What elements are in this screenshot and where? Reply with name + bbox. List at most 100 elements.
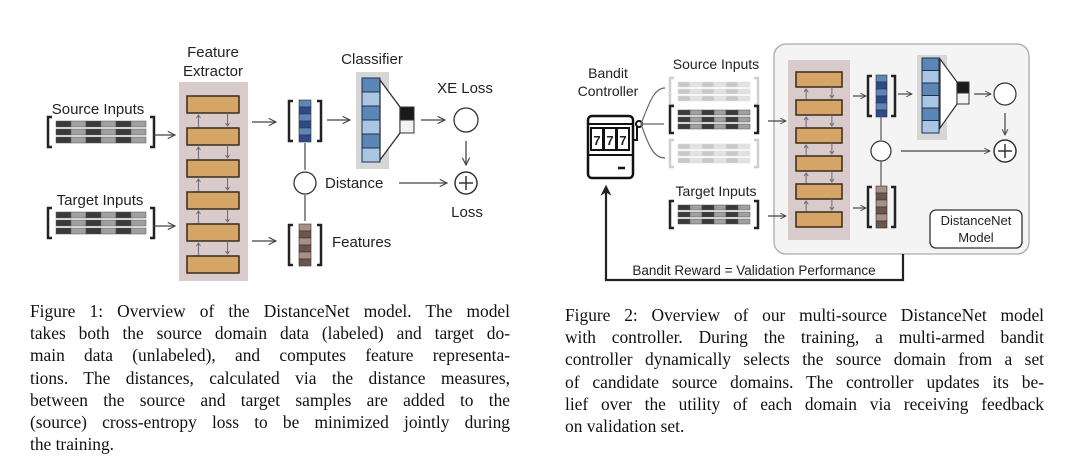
input-cell	[713, 157, 727, 164]
caption-line: the training.	[30, 434, 115, 455]
vector-cell	[875, 81, 888, 90]
input-cell	[677, 204, 691, 211]
classifier-output-top	[399, 106, 415, 121]
input-cell	[677, 81, 691, 88]
classifier-cell	[361, 91, 381, 107]
classifier-cell	[921, 95, 940, 109]
input-cell	[677, 95, 691, 102]
left-bracket-icon	[668, 76, 674, 107]
vector-cell	[298, 106, 312, 115]
source-inputs-selected	[668, 104, 760, 135]
classifier-cell	[921, 82, 940, 96]
input-cell	[713, 116, 727, 123]
input-cell	[85, 211, 102, 219]
input-cell	[701, 81, 715, 88]
input-cell	[737, 123, 751, 130]
model-label: DistanceNet	[941, 213, 1012, 228]
input-cell	[70, 227, 87, 235]
target-inputs-label: Target Inputs	[676, 183, 757, 199]
input-cell	[677, 88, 691, 95]
bandit-controller-label: Controller	[578, 83, 639, 99]
input-cell	[737, 218, 751, 225]
extractor-layer	[186, 255, 240, 274]
classifier-output-bottom	[399, 119, 415, 134]
xe-loss-node-icon	[453, 107, 479, 133]
right-bracket-icon	[754, 199, 760, 230]
input-cell	[115, 120, 132, 128]
sum-node-icon	[454, 171, 478, 195]
slot-machine-icon: 7 7 7	[586, 114, 643, 180]
classifier-output-bottom	[956, 92, 970, 105]
classifier-cell	[361, 77, 381, 93]
input-cell	[725, 95, 739, 102]
bandit-arm-bottom	[640, 123, 666, 159]
caption-line: Figure 1: Overview of the DistanceNet mo…	[30, 301, 510, 321]
input-cell	[55, 211, 72, 219]
input-cell	[689, 81, 703, 88]
input-cell	[55, 128, 72, 136]
caption-line: tions. The distances, calculated via the…	[30, 367, 510, 388]
input-cell	[701, 143, 715, 150]
source-inputs-candidate	[668, 76, 760, 107]
input-cell	[701, 109, 715, 116]
input-cell	[130, 219, 147, 227]
input-cell	[100, 219, 117, 227]
down-arrow-head-icon	[225, 218, 230, 223]
up-arrow-head-icon	[196, 210, 201, 215]
up-arrow-head-icon	[803, 88, 809, 93]
input-cell	[713, 109, 727, 116]
right-bracket-icon	[754, 76, 760, 107]
slot-symbol: 7	[606, 133, 613, 148]
down-arrow-head-icon	[225, 250, 230, 255]
classifier-cell	[921, 57, 940, 71]
target-inputs-label: Target Inputs	[57, 192, 144, 209]
source-inputs-matrix	[46, 115, 156, 149]
model-label-box	[929, 209, 1023, 249]
source-inputs-candidate	[668, 138, 760, 169]
figure-2-caption: Figure 2: Overview of our multi-source D…	[565, 304, 1044, 437]
source-inputs-label: Source Inputs	[673, 56, 759, 72]
input-cell	[85, 227, 102, 235]
input-cell	[689, 143, 703, 150]
input-cell	[677, 150, 691, 157]
figure-2-diagram: Bandit Controller 7 7 7 Source Inputs Ta…	[578, 43, 1030, 282]
vector-cell	[298, 237, 312, 246]
input-cell	[130, 227, 147, 235]
input-cell	[725, 116, 739, 123]
input-cell	[725, 157, 739, 164]
distance-node-icon	[293, 171, 317, 195]
caption-line: on validation set.	[565, 416, 685, 437]
caption-line: between the source and target samples ar…	[30, 389, 510, 410]
distance-label: Distance	[325, 175, 383, 192]
vector-cell	[875, 213, 888, 222]
input-cell	[701, 157, 715, 164]
extractor-layer	[795, 155, 843, 172]
reward-feedback-arrow	[600, 184, 905, 282]
up-arrow-head-icon	[803, 172, 809, 177]
input-cell	[725, 143, 739, 150]
slot-symbol: 7	[593, 133, 600, 148]
input-cell	[689, 88, 703, 95]
left-bracket-icon	[866, 74, 872, 118]
input-cell	[701, 116, 715, 123]
up-arrow-head-icon	[196, 242, 201, 247]
right-bracket-icon	[754, 138, 760, 169]
extractor-layer	[795, 183, 843, 200]
loss-label: Loss	[451, 204, 483, 221]
extractor-layer	[186, 223, 240, 242]
input-cell	[677, 218, 691, 225]
input-cell	[677, 157, 691, 164]
right-bracket-icon	[891, 185, 897, 229]
right-bracket-icon	[150, 206, 156, 240]
classifier-layer	[921, 57, 940, 134]
classifier-label: Classifier	[341, 51, 403, 68]
left-bracket-icon	[668, 199, 674, 230]
vector-cell	[875, 74, 888, 83]
input-cell	[70, 136, 87, 144]
classifier-cell	[921, 107, 940, 121]
input-cell	[713, 204, 727, 211]
reward-label: Bandit Reward = Validation Performance	[632, 263, 875, 278]
input-cell	[689, 157, 703, 164]
input-cell	[725, 150, 739, 157]
input-cell	[713, 88, 727, 95]
